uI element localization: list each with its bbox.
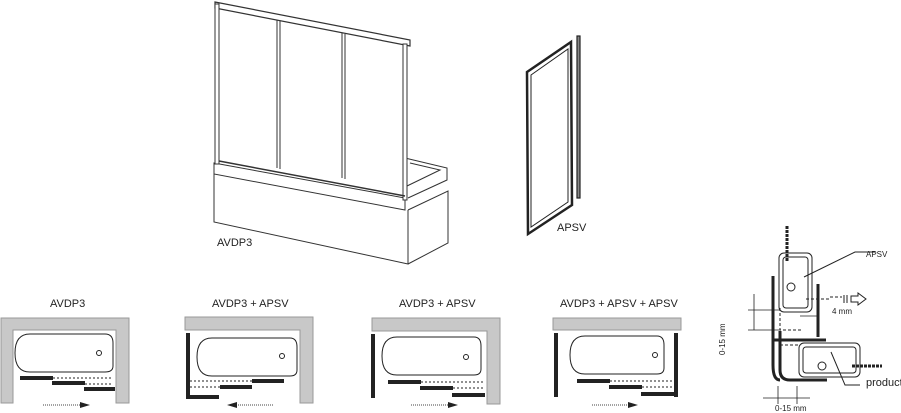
label-apsv: APSV bbox=[557, 222, 587, 234]
detail-vertical-range: 0-15 mm bbox=[718, 323, 727, 355]
detail-gap-label: 4 mm bbox=[832, 307, 852, 316]
detail-apsv-label: APSV bbox=[866, 250, 888, 259]
detail-product-label: product bbox=[866, 377, 901, 389]
detail-horizontal-range: 0-15 mm bbox=[775, 404, 807, 413]
config-3-title: AVDP3 + APSV bbox=[399, 298, 476, 310]
avdp3-illustration bbox=[213, 1, 449, 265]
config-3-plan bbox=[371, 317, 501, 408]
apsv-illustration bbox=[525, 35, 581, 237]
config-4-title: AVDP3 + APSV + APSV bbox=[560, 298, 678, 310]
config-2-title: AVDP3 + APSV bbox=[212, 298, 289, 310]
config-1-plan bbox=[0, 317, 130, 408]
label-avdp3: AVDP3 bbox=[217, 237, 253, 249]
config-2-plan bbox=[184, 316, 314, 408]
config-1-title: AVDP3 bbox=[50, 298, 86, 310]
mounting-detail bbox=[748, 226, 882, 404]
config-4-plan bbox=[552, 317, 682, 408]
